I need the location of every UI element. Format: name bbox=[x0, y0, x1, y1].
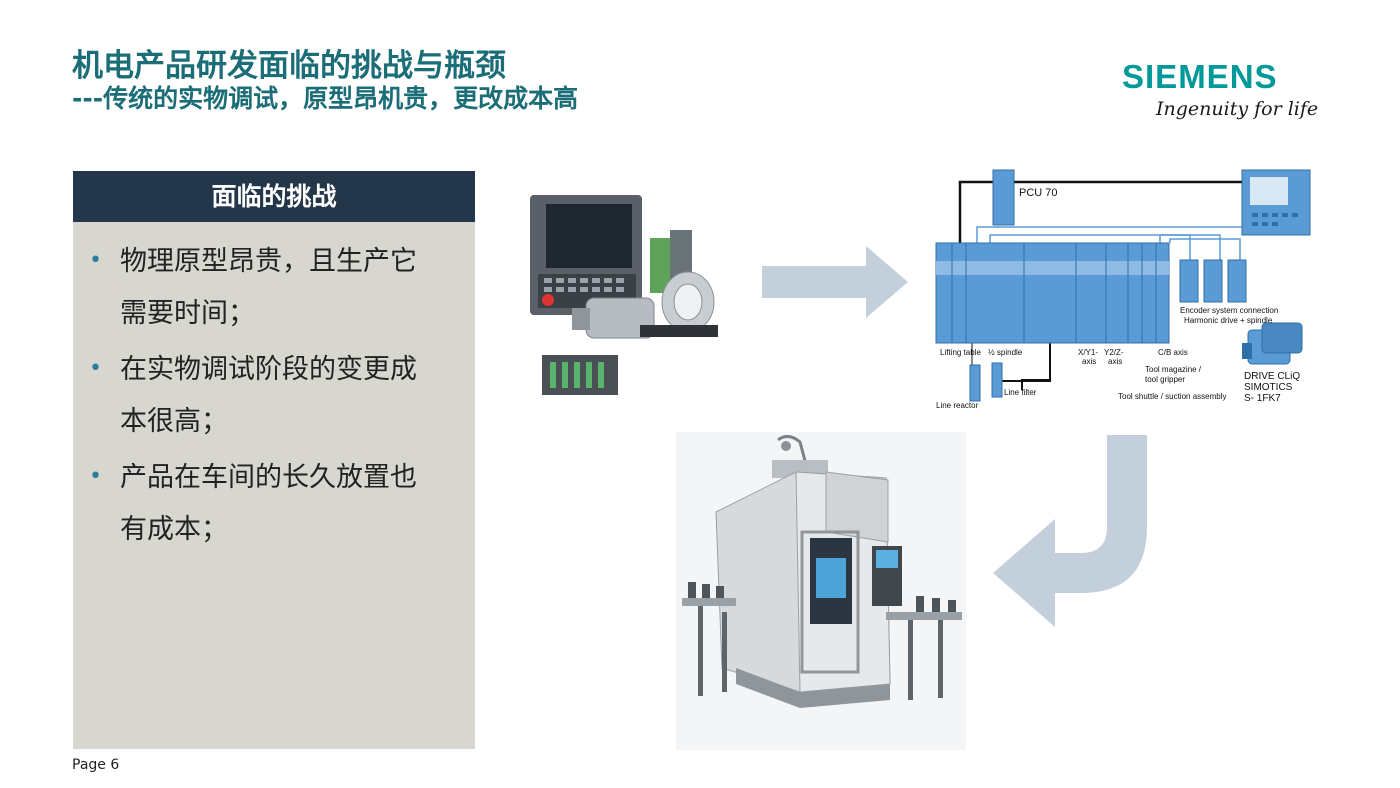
challenge-line: 有成本； bbox=[120, 514, 228, 545]
y2z-axis-label: Y2/Z- bbox=[1104, 348, 1124, 357]
half-spindle-label: ½ spindle bbox=[988, 348, 1023, 357]
challenge-line: 产品在车间的长久放置也 bbox=[120, 462, 417, 493]
logo-wordmark: SIEMENS bbox=[1122, 58, 1278, 95]
tool-gripper-label: tool gripper bbox=[1145, 375, 1185, 384]
line-reactor-icon bbox=[969, 364, 981, 402]
challenge-item: • 物理原型昂贵，且生产它需要时间； bbox=[89, 236, 455, 340]
cnc-hardware-illustration bbox=[530, 195, 718, 395]
line-reactor-label: Line reactor bbox=[936, 401, 979, 410]
machining-center-illustration bbox=[676, 432, 966, 750]
drive-rack-icon bbox=[935, 242, 1170, 344]
emergency-stop-icon bbox=[542, 294, 554, 306]
tool-magazine-label: Tool magazine / bbox=[1145, 365, 1202, 374]
logo-tagline: Ingenuity for life bbox=[1156, 98, 1319, 120]
challenge-line: 本很高； bbox=[120, 406, 228, 437]
panel-heading: 面临的挑战 bbox=[73, 171, 475, 222]
encoder-label: Encoder system connection bbox=[1180, 306, 1278, 315]
return-arrow-icon bbox=[993, 435, 1147, 627]
system-wiring-diagram: PCU 70 Encoder system connection Harmoni… bbox=[935, 169, 1311, 410]
tool-shuttle-label: Tool shuttle / suction assembly bbox=[1118, 392, 1227, 401]
siemens-logo: SIEMENS Ingenuity for life bbox=[1122, 58, 1332, 130]
slide-title: 机电产品研发面临的挑战与瓶颈 bbox=[72, 48, 506, 84]
challenge-item: • 在实物调试阶段的变更成本很高； bbox=[89, 344, 455, 448]
challenge-line: 物理原型昂贵，且生产它 bbox=[120, 246, 417, 277]
pcu-unit-icon bbox=[992, 169, 1015, 226]
harmonic-label: Harmonic drive + spindle bbox=[1184, 316, 1273, 325]
challenges-panel: 面临的挑战 • 物理原型昂贵，且生产它需要时间； • 在实物调试阶段的变更成本很高；… bbox=[73, 171, 475, 749]
lifting-table-label: Lifting table bbox=[940, 348, 981, 357]
slide-subtitle: ---传统的实物调试，原型昂机贵，更改成本高 bbox=[72, 84, 579, 113]
line-filter-icon bbox=[991, 362, 1003, 398]
challenge-item: • 产品在车间的长久放置也有成本； bbox=[89, 452, 455, 556]
drive-cliq-label: DRIVE CLiQ bbox=[1244, 371, 1300, 382]
s1fk7-label: S- 1FK7 bbox=[1244, 393, 1281, 404]
challenge-list: • 物理原型昂贵，且生产它需要时间； • 在实物调试阶段的变更成本很高； • 产品在车… bbox=[73, 222, 475, 556]
cb-axis-label: C/B axis bbox=[1158, 348, 1188, 357]
bullet-icon: • bbox=[89, 356, 102, 381]
cnc-screen bbox=[546, 204, 632, 268]
challenge-line: 在实物调试阶段的变更成 bbox=[120, 354, 417, 385]
pcu-label: PCU 70 bbox=[1019, 187, 1058, 199]
xy-axis-label-2: axis bbox=[1082, 357, 1096, 366]
right-arrow-icon bbox=[762, 246, 908, 318]
simotics-label: SIMOTICS bbox=[1244, 382, 1293, 393]
challenge-line: 需要时间； bbox=[120, 298, 255, 329]
bullet-icon: • bbox=[89, 248, 102, 273]
xy-axis-label: X/Y1- bbox=[1078, 348, 1098, 357]
y2z-axis-label-2: axis bbox=[1108, 357, 1122, 366]
page-number: Page 6 bbox=[72, 757, 120, 773]
bullet-icon: • bbox=[89, 464, 102, 489]
line-filter-label: Line filter bbox=[1004, 388, 1037, 397]
